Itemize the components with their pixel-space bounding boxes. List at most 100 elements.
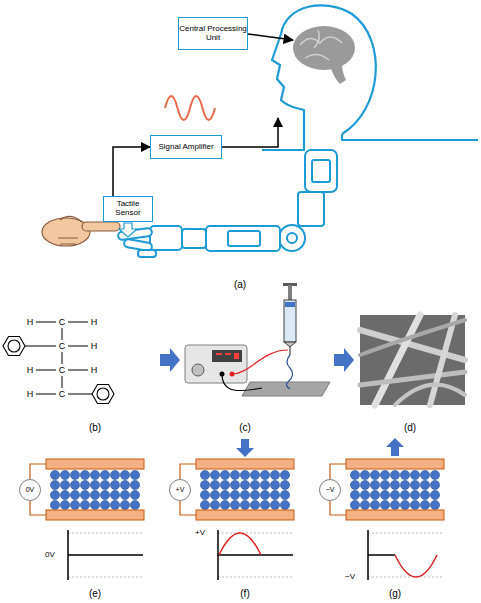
atom-symbol: H xyxy=(27,390,34,399)
atom-symbol: H xyxy=(27,366,34,375)
voltage-plots-part xyxy=(395,555,437,577)
sensor-layers-part xyxy=(200,470,290,510)
chemical-bonds-part xyxy=(25,346,88,347)
electrospinning-setup-part xyxy=(288,285,292,302)
benzene-ring-part xyxy=(97,388,109,400)
robotic-arm-part xyxy=(228,231,260,246)
process-box: Central Processing Unit xyxy=(178,17,248,50)
process-arrow xyxy=(334,348,354,372)
force-arrow xyxy=(236,439,254,457)
electrospinning-setup-part xyxy=(225,353,231,355)
atom-symbol: C xyxy=(59,366,66,375)
sensor-layers xyxy=(30,459,444,520)
electrospinning-setup-part xyxy=(285,302,295,307)
sem-image-part-part xyxy=(360,320,465,355)
node-text: +V xyxy=(176,486,185,494)
electrospinning-setup-part xyxy=(284,300,296,342)
panel-label: (a) xyxy=(234,280,246,290)
voltmeter-circle: −V xyxy=(319,479,341,501)
benzene-ring-part xyxy=(8,340,20,352)
benzene-ring-part xyxy=(92,385,114,404)
benzene-ring-part xyxy=(3,337,25,356)
robotic-arm-part xyxy=(312,160,330,182)
electrospinning-setup-part xyxy=(232,350,288,374)
sem-image-part xyxy=(360,315,465,405)
electrospinning-setup-part xyxy=(185,345,247,383)
signal-wave xyxy=(165,96,215,120)
electrospinning-setup-part xyxy=(289,347,290,355)
human-finger-part xyxy=(58,238,78,244)
electrospinning-setup-part xyxy=(192,364,204,376)
sem-image xyxy=(360,315,465,405)
node-text: Signal Amplifier xyxy=(158,143,213,152)
process-box: Signal Amplifier xyxy=(150,135,222,159)
atom-symbol: C xyxy=(59,342,66,351)
brain-icon-part xyxy=(330,64,346,84)
chemical-bonds-part xyxy=(62,328,63,388)
signal-connector xyxy=(113,147,150,196)
robotic-arm-part xyxy=(298,192,324,226)
robotic-arm-part xyxy=(287,233,297,243)
sensor-layers-part xyxy=(196,459,294,469)
atom-symbol: H xyxy=(91,318,98,327)
human-head-part xyxy=(272,5,376,134)
voltage-plots-part-part xyxy=(368,530,395,580)
electrospinning-setup-part xyxy=(216,353,222,355)
human-head xyxy=(262,5,478,150)
process-arrow xyxy=(160,348,180,372)
electrospinning-setup-part xyxy=(234,353,239,359)
human-finger-part xyxy=(82,222,120,231)
brain-icon-part xyxy=(300,30,342,60)
chemical-bonds xyxy=(25,322,92,394)
node-text: Tactile Sensor xyxy=(104,200,152,218)
signal-arrows-part xyxy=(248,34,293,40)
brain-icon xyxy=(293,26,355,84)
sensor-layers-part xyxy=(346,459,444,469)
panel-label: (b) xyxy=(89,423,101,433)
signal-arrows-part xyxy=(222,118,278,147)
voltmeter-circle: 0V xyxy=(19,479,41,501)
panel-label: (e) xyxy=(89,589,101,599)
sensor-layers-part xyxy=(350,470,440,510)
sem-image-part-part xyxy=(395,385,465,405)
signal-arrows xyxy=(222,34,293,147)
sensor-layers-part xyxy=(196,510,294,520)
robotic-arm-part xyxy=(138,250,156,257)
electrospinning-setup-part xyxy=(284,342,296,347)
benzene-ring xyxy=(3,337,25,356)
press-arrow xyxy=(119,223,137,237)
robotic-arm-part xyxy=(150,226,182,250)
human-head-part xyxy=(342,134,478,140)
robotic-arm-part xyxy=(279,225,305,251)
electrospinning-setup-part xyxy=(212,350,242,362)
sem-image-part-part xyxy=(360,372,465,385)
axis-label: 0V xyxy=(45,551,55,559)
sensor-layers-part xyxy=(46,459,144,469)
electrospinning-setup-part xyxy=(286,355,292,389)
voltmeter-circle: +V xyxy=(169,479,191,501)
robotic-arm-part xyxy=(305,150,337,192)
voltage-plots-part-part xyxy=(68,530,143,580)
node-text: Central Processing Unit xyxy=(179,25,247,43)
process-box: Tactile Sensor xyxy=(103,196,153,222)
atom-symbol: C xyxy=(59,318,66,327)
axis-label: +V xyxy=(195,529,205,537)
electrospinning-setup xyxy=(185,283,330,396)
panel-label: (f) xyxy=(240,589,249,599)
voltage-plots-part xyxy=(68,530,395,580)
electrospinning-setup-part xyxy=(222,374,262,391)
node-text: 0V xyxy=(26,486,35,494)
node-text: −V xyxy=(326,486,335,494)
sensor-layers-part xyxy=(50,470,140,510)
human-finger-part xyxy=(60,216,82,222)
sensor-layers-part xyxy=(46,510,144,520)
release-arrow xyxy=(386,438,404,456)
human-finger-part xyxy=(42,218,90,246)
panel-label: (c) xyxy=(239,423,251,433)
atom-symbol: H xyxy=(91,366,98,375)
voltage-plots xyxy=(68,530,443,580)
axis-label: −V xyxy=(345,573,355,581)
atom-symbol: C xyxy=(59,390,66,399)
